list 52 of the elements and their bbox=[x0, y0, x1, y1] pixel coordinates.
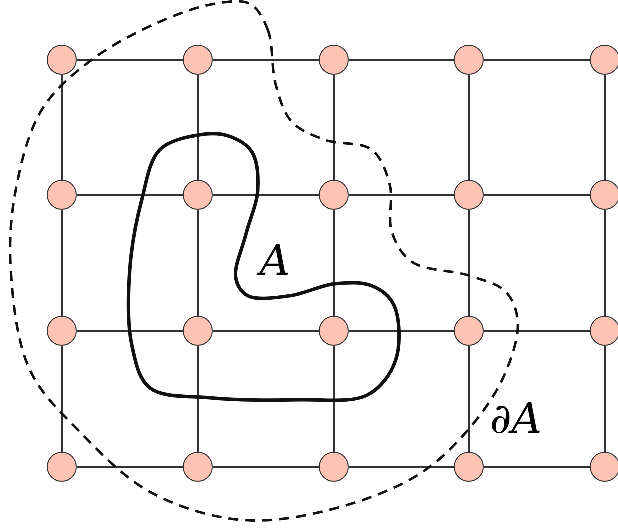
circle-vertex bbox=[47, 316, 77, 346]
circle-vertex bbox=[454, 180, 484, 210]
circle-vertex bbox=[319, 452, 349, 482]
circle-vertex bbox=[590, 316, 618, 346]
circle-vertex bbox=[319, 45, 349, 75]
graph-edge bbox=[213, 194, 319, 196]
graph-edge bbox=[197, 75, 199, 180]
circle-vertex bbox=[319, 316, 349, 346]
graph-edge bbox=[604, 210, 606, 316]
graph-edge bbox=[468, 346, 470, 452]
graph-edge bbox=[213, 330, 319, 332]
circle-vertex bbox=[454, 316, 484, 346]
graph-edge bbox=[77, 330, 183, 332]
circle-vertex bbox=[47, 180, 77, 210]
circle-vertex bbox=[47, 452, 77, 482]
circle-vertex bbox=[183, 452, 213, 482]
graph-edge bbox=[349, 466, 454, 468]
circle-vertex bbox=[454, 452, 484, 482]
graph-edge bbox=[213, 466, 319, 468]
circle-vertex bbox=[319, 180, 349, 210]
circle-vertex bbox=[183, 180, 213, 210]
graph-edge bbox=[61, 346, 63, 452]
circle-vertex bbox=[183, 45, 213, 75]
graph-edge bbox=[484, 466, 590, 468]
graph-edge bbox=[349, 194, 454, 196]
circle-vertex bbox=[454, 45, 484, 75]
graph-edge bbox=[77, 59, 183, 61]
graph-edge bbox=[213, 59, 319, 61]
graph-edge bbox=[61, 210, 63, 316]
graph-edge bbox=[484, 330, 590, 332]
graph-edge bbox=[77, 194, 183, 196]
graph-edge bbox=[604, 346, 606, 452]
circle-vertex bbox=[590, 452, 618, 482]
circle-vertex bbox=[590, 180, 618, 210]
graph-edge bbox=[77, 466, 183, 468]
graph-edge bbox=[468, 75, 470, 180]
math-label: ∂A bbox=[490, 398, 542, 440]
circle-vertex bbox=[590, 45, 618, 75]
circle-vertex bbox=[183, 316, 213, 346]
graph-edge bbox=[333, 210, 335, 316]
graph-edge bbox=[61, 75, 63, 180]
graph-edge bbox=[197, 346, 199, 452]
graph-edge bbox=[197, 210, 199, 316]
graph-edge bbox=[604, 75, 606, 180]
graph-edge bbox=[468, 210, 470, 316]
graph-edge bbox=[333, 75, 335, 180]
graph-edge bbox=[484, 194, 590, 196]
circle-vertex bbox=[47, 45, 77, 75]
graph-edge bbox=[333, 346, 335, 452]
graph-edge bbox=[484, 59, 590, 61]
graph-edge bbox=[349, 59, 454, 61]
graph-edge bbox=[349, 330, 454, 332]
